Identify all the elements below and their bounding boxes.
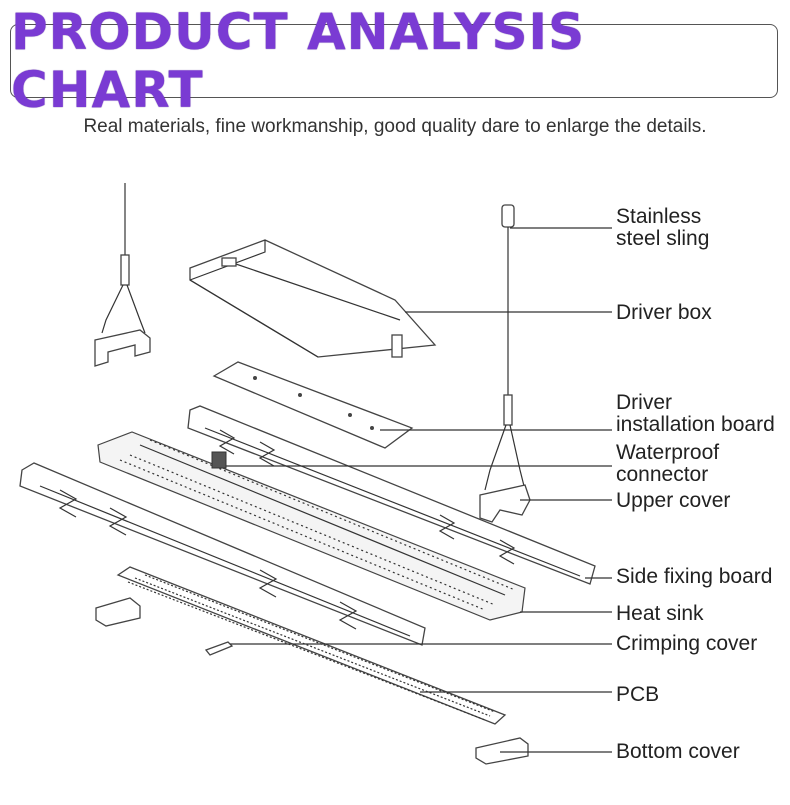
callout-line2: installation board	[616, 413, 775, 436]
callout-line1: Driver box	[616, 301, 712, 324]
callout-line1: Crimping cover	[616, 632, 758, 655]
callout-line2: steel sling	[616, 227, 710, 250]
front-side-board-illustration	[19, 462, 426, 646]
callout-bottom-cover: Bottom cover	[616, 741, 740, 763]
waterproof-connector-illustration	[211, 451, 227, 469]
pcb-illustration	[116, 566, 507, 725]
side-fixing-board-illustration	[187, 405, 596, 585]
crimping-clip-illustration	[204, 641, 234, 656]
callout-driver-box: Driver box	[616, 302, 712, 324]
callout-pcb: PCB	[616, 684, 659, 706]
callout-waterproof-connector: Waterproof connector	[616, 442, 719, 486]
callout-line1: Driver	[616, 391, 672, 414]
callout-line1: Heat sink	[616, 602, 704, 625]
driver-installation-board-illustration	[212, 361, 414, 449]
callout-stainless-steel-sling: Stainless steel sling	[616, 206, 709, 250]
callout-line1: Bottom cover	[616, 740, 740, 763]
callout-upper-cover: Upper cover	[616, 490, 730, 512]
callout-side-fixing-board: Side fixing board	[616, 566, 772, 588]
end-cover-left-illustration	[95, 597, 141, 627]
callout-heat-sink: Heat sink	[616, 603, 704, 625]
callout-crimping-cover: Crimping cover	[616, 633, 757, 655]
callout-line1: Stainless	[616, 205, 702, 228]
driver-box-illustration	[189, 239, 437, 358]
callout-line1: Side fixing board	[616, 565, 773, 588]
bottom-cover-illustration	[475, 737, 529, 765]
leader-lines	[226, 227, 612, 753]
right-sling-illustration	[479, 204, 531, 523]
page-subtitle: Real materials, fine workmanship, good q…	[83, 116, 707, 137]
left-sling-illustration	[94, 183, 151, 367]
callout-line1: PCB	[616, 683, 660, 706]
callout-driver-installation-board: Driver installation board	[616, 392, 775, 436]
callout-line1: Upper cover	[616, 489, 731, 512]
heat-sink-illustration	[97, 431, 526, 621]
callout-line1: Waterproof	[616, 441, 720, 464]
callout-line2: connector	[616, 463, 709, 486]
